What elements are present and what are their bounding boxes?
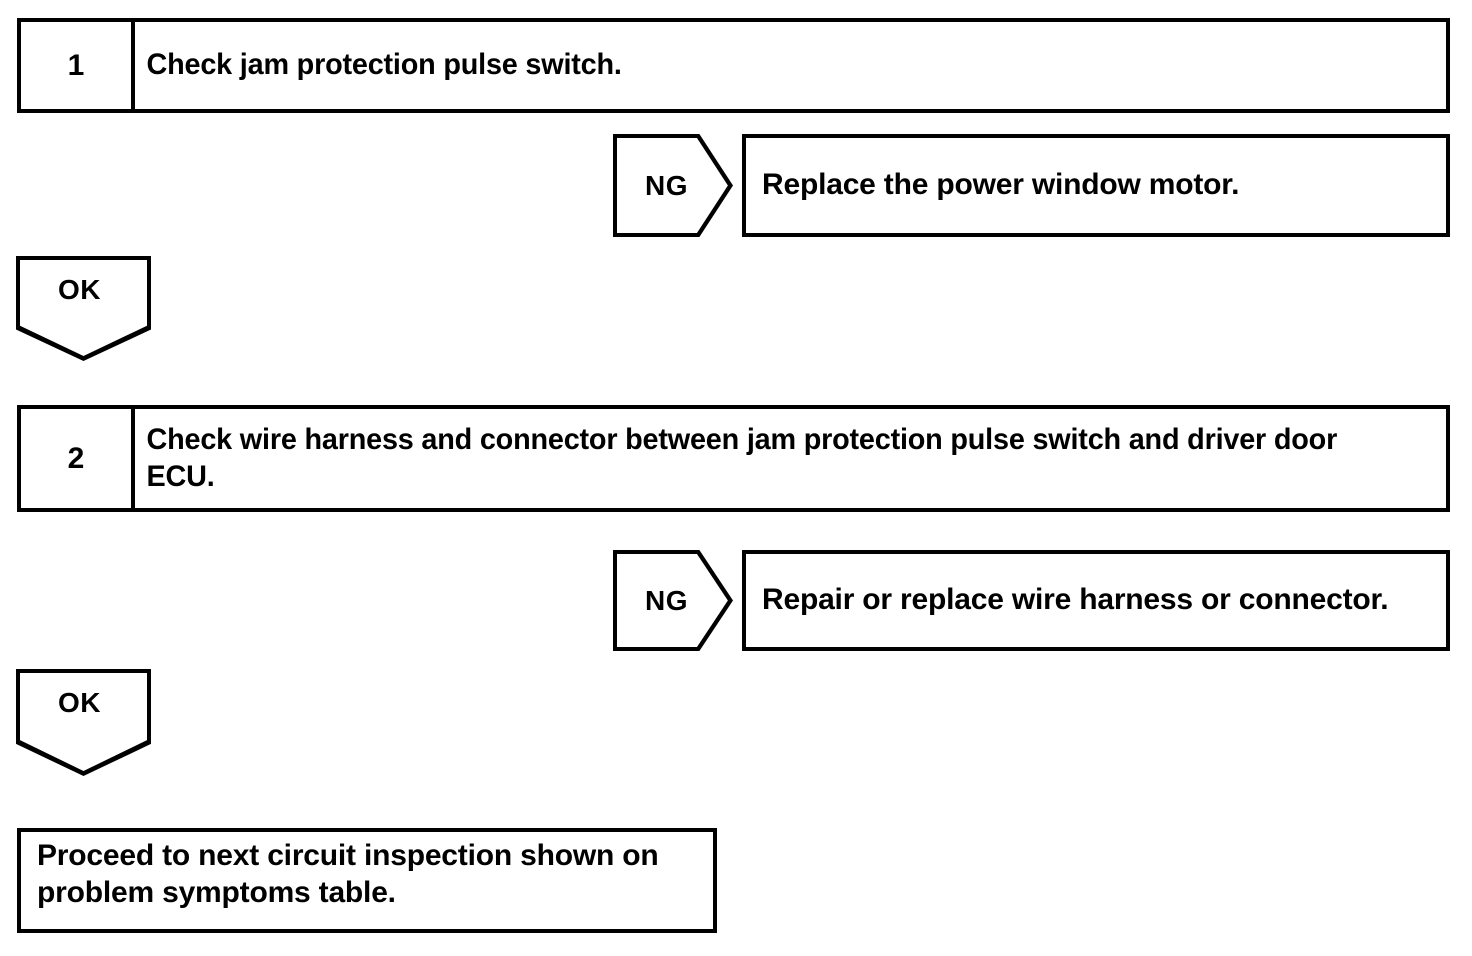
final-outcome-line-2: problem symptoms table. [37,875,396,909]
step-1-ng-label: NG [645,169,688,201]
step-1-ng-action-text: Replace the power window motor. [762,168,1240,202]
step-1-number: 1 [21,22,135,109]
step-1-ng-arrow-face: NG [617,138,728,233]
step-1-ok-label: OK [58,274,101,305]
step-2-ok-label: OK [58,687,101,718]
step-1-instruction: Check jam protection pulse switch. [146,48,622,82]
step-2-number: 2 [21,409,135,508]
step-2-ng-arrow: NG [613,550,733,651]
step-1-box: 1 Check jam protection pulse switch. [17,18,1450,113]
step-2-box: 2 Check wire harness and connector betwe… [17,405,1450,512]
final-outcome-line-1: Proceed to next circuit inspection shown… [37,839,659,872]
step-1-ng-arrow: NG [613,134,733,237]
step-2-ng-action-box: Repair or replace wire harness or connec… [742,550,1450,651]
step-2-ok-arrow: OK [16,669,151,776]
step-1-ng-action-box: Replace the power window motor. [742,134,1450,237]
step-2-ng-arrow-face: NG [617,554,728,647]
step-1-ok-arrow: OK [16,256,151,361]
final-outcome-box: Proceed to next circuit inspection shown… [17,828,717,933]
step-2-ng-label: NG [645,584,688,616]
step-2-ng-action-text: Repair or replace wire harness or connec… [762,583,1389,617]
step-2-instruction: Check wire harness and connector between… [146,422,1338,493]
